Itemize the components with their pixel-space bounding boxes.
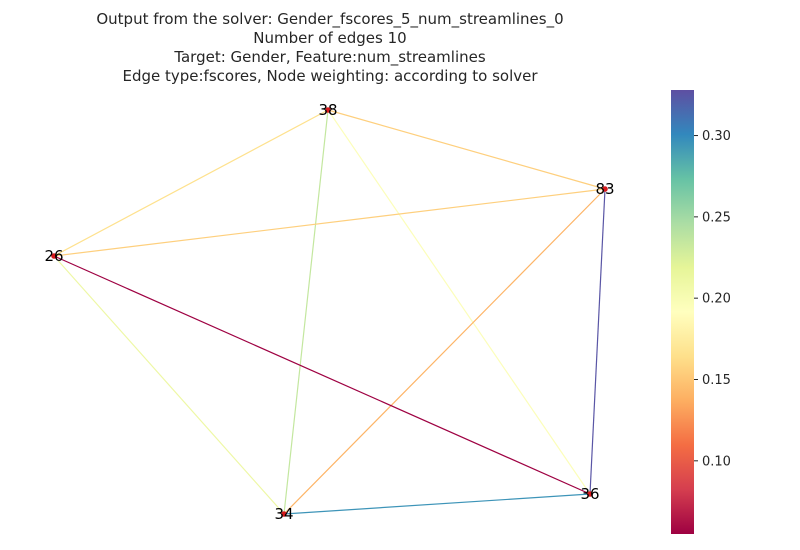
chart-title: Output from the solver: Gender_fscores_5… (0, 10, 660, 86)
edge-83-36 (589, 188, 606, 495)
colorbar-tick-label: 0.25 (702, 210, 731, 225)
title-line-3: Target: Gender, Feature:num_streamlines (174, 48, 486, 66)
node-26 (51, 253, 57, 259)
node-label-26: 26 (44, 247, 63, 265)
title-line-2: Number of edges 10 (253, 29, 407, 47)
edge-38-34 (283, 109, 329, 515)
colorbar: 0.10 0.15 0.20 0.25 0.30 (671, 90, 731, 534)
colorbar-gradient (671, 90, 694, 534)
colorbar-tick-label: 0.10 (702, 454, 731, 469)
title-line-1: Output from the solver: Gender_fscores_5… (96, 10, 564, 28)
colorbar-ticks: 0.10 0.15 0.20 0.25 0.30 (694, 129, 731, 469)
node-36 (587, 491, 593, 497)
node-38 (325, 107, 331, 113)
node-label-38: 38 (318, 101, 337, 119)
title-line-4: Edge type:fscores, Node weighting: accor… (122, 67, 538, 85)
edge-83-34 (283, 188, 606, 515)
colorbar-tick-label: 0.15 (702, 373, 731, 388)
colorbar-tick-label: 0.20 (702, 292, 731, 307)
node-34 (281, 511, 287, 517)
node-label-34: 34 (274, 505, 293, 523)
node-83 (602, 186, 608, 192)
edge-83-26 (53, 188, 606, 257)
colorbar-tick-label: 0.30 (702, 129, 731, 144)
edges-layer (53, 109, 606, 515)
edge-38-83 (327, 109, 606, 190)
edge-34-36 (283, 493, 591, 515)
edge-38-26 (53, 109, 329, 257)
edge-26-34 (53, 255, 285, 515)
node-label-36: 36 (580, 485, 599, 503)
edge-38-36 (327, 109, 591, 495)
node-label-83: 83 (595, 180, 614, 198)
nodes-layer: 38 83 26 34 36 (44, 101, 614, 523)
edge-26-36 (53, 255, 591, 495)
